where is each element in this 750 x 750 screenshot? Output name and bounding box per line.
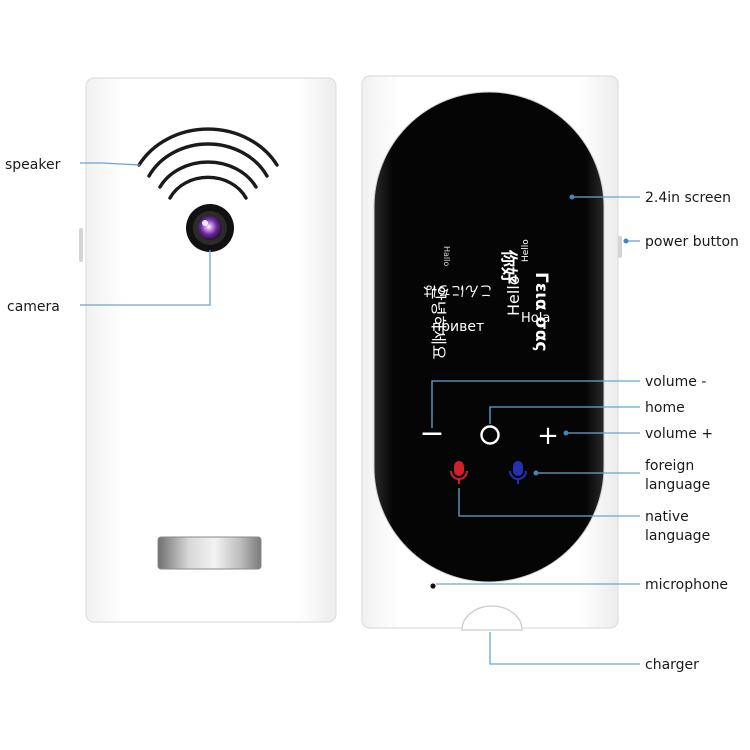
- screen-text-greek: Γεια σας: [531, 272, 551, 352]
- camera-lens: [186, 204, 234, 252]
- speaker-grille: [137, 127, 279, 200]
- screen-text-chinese: 你好: [498, 249, 519, 284]
- label-native-language-line1: native: [645, 509, 689, 525]
- label-charger: charger: [645, 657, 699, 673]
- volume-plus-button[interactable]: +: [537, 421, 559, 451]
- screen-content: 안녕하세요 こんにちは привет 你好 Hello Hola Hello Γ…: [423, 239, 551, 360]
- label-speaker: speaker: [5, 157, 61, 173]
- callout-labels: speaker camera 2.4in screen power button…: [5, 157, 739, 673]
- screen-text-japanese: こんにちは: [423, 282, 493, 298]
- screen-text-hola: Hola: [521, 311, 550, 326]
- screen-text-korean: 안녕하세요: [429, 286, 448, 360]
- microphone-hole: [430, 583, 436, 589]
- label-camera: camera: [7, 299, 60, 315]
- screen-text-hello-large: Hello: [504, 275, 523, 316]
- label-screen: 2.4in screen: [645, 190, 731, 206]
- label-volume-plus: volume +: [645, 426, 713, 442]
- label-microphone: microphone: [645, 577, 728, 593]
- device-back: [79, 77, 337, 623]
- label-volume-minus: volume -: [645, 374, 706, 390]
- screen-bezel: [373, 91, 605, 583]
- native-language-mic-icon[interactable]: [450, 461, 468, 484]
- charger-port: [461, 605, 523, 631]
- device-front: 안녕하세요 こんにちは привет 你好 Hello Hola Hello Γ…: [361, 75, 622, 631]
- label-home: home: [645, 400, 685, 416]
- device-back-body: [85, 77, 337, 623]
- label-foreign-language-line2: language: [645, 477, 710, 493]
- foreign-language-mic-icon[interactable]: [509, 461, 527, 484]
- screen-text-small: Hallo: [442, 246, 451, 266]
- leader-lines: [80, 162, 640, 665]
- label-foreign-language-line1: foreign: [645, 458, 694, 474]
- power-button[interactable]: [618, 236, 622, 258]
- screen-text-russian: привет: [432, 319, 484, 335]
- home-button[interactable]: [480, 425, 500, 445]
- label-power-button: power button: [645, 234, 739, 250]
- screen-text-hello-small: Hello: [521, 239, 531, 262]
- label-native-language-line2: language: [645, 528, 710, 544]
- side-button: [79, 228, 83, 262]
- back-metal-plate: [157, 536, 262, 570]
